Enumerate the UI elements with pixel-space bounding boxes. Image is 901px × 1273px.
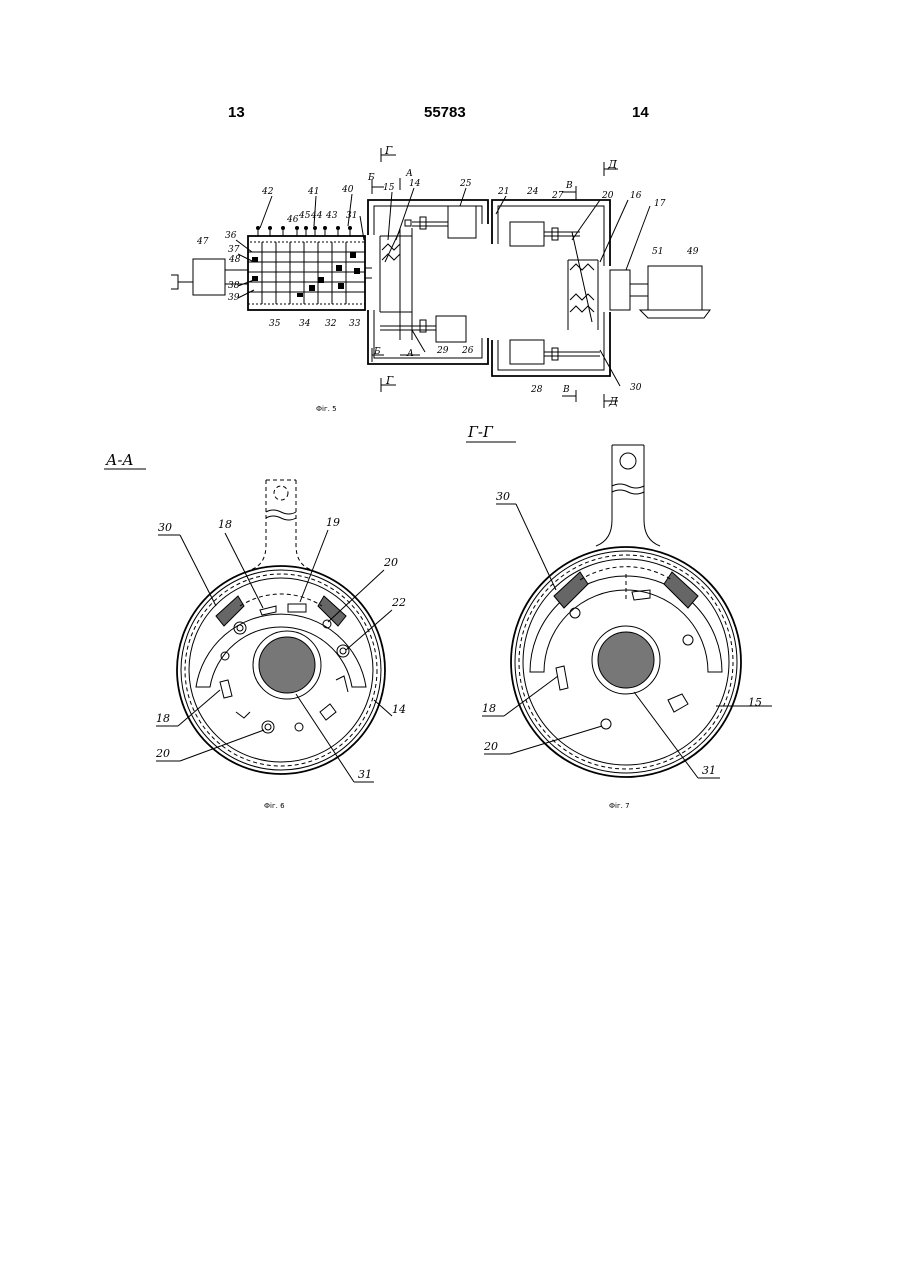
reference-numeral: 46 bbox=[286, 215, 299, 225]
reference-numeral: 30 bbox=[158, 521, 172, 534]
reference-numeral: 18 bbox=[156, 712, 170, 725]
reference-numeral: 17 bbox=[654, 199, 666, 209]
reference-numeral: 29 bbox=[436, 346, 449, 356]
reference-numeral: 18 bbox=[482, 702, 496, 715]
section-mark-letter: Г bbox=[385, 374, 394, 387]
reference-numeral: 28 bbox=[530, 385, 543, 395]
section-mark-letter: Г bbox=[384, 144, 393, 157]
reference-numeral: 14 bbox=[409, 179, 421, 189]
reference-numeral: 15 bbox=[748, 696, 762, 709]
reference-numeral: 18 bbox=[218, 518, 232, 531]
reference-numeral: 20 bbox=[383, 556, 398, 569]
motor-49 bbox=[648, 266, 702, 310]
fig5-caption: Фіг. 5 bbox=[316, 405, 337, 413]
actuator-25 bbox=[448, 206, 476, 238]
reference-numeral: 20 bbox=[601, 191, 614, 201]
top-pins bbox=[256, 226, 352, 236]
reference-numeral: 33 bbox=[349, 319, 361, 329]
section-mark-letter: А bbox=[405, 169, 413, 179]
reference-numeral: 41 bbox=[307, 187, 319, 197]
reference-numeral: 19 bbox=[326, 516, 340, 529]
reference-numeral: 43 bbox=[325, 211, 338, 221]
reference-numeral: 40 bbox=[341, 185, 354, 195]
reference-numeral: 45 bbox=[298, 211, 311, 221]
reference-numeral: 31 bbox=[358, 768, 372, 781]
section-mark-letter: А bbox=[406, 349, 414, 359]
reference-numeral: 39 bbox=[228, 293, 240, 303]
reference-numeral: 47 bbox=[196, 237, 209, 247]
reference-numeral: 26 bbox=[461, 346, 474, 356]
section-title-g-g: Г-Г bbox=[467, 423, 494, 441]
reference-numeral: 20 bbox=[483, 740, 498, 753]
reference-numeral: 16 bbox=[630, 191, 642, 201]
reference-numeral: 49 bbox=[686, 247, 699, 257]
crank-handle bbox=[171, 275, 193, 289]
reference-numeral: 38 bbox=[228, 281, 240, 291]
figure-5: Г Г Б Б А А Д Д В В 47 48 36 37 38 bbox=[171, 144, 710, 413]
reference-numeral: 24 bbox=[526, 187, 539, 197]
section-mark-letter: Д bbox=[608, 395, 619, 408]
reference-numeral: 14 bbox=[392, 703, 406, 716]
left-housing-top bbox=[368, 200, 488, 235]
reference-numeral: 25 bbox=[459, 179, 472, 189]
reference-numeral: 15 bbox=[383, 183, 395, 193]
reference-numeral: 31 bbox=[346, 211, 357, 221]
figure-6: А-А 30 bbox=[104, 451, 406, 810]
reference-numeral: 35 bbox=[269, 319, 281, 329]
reference-numeral: 31 bbox=[702, 764, 716, 777]
reference-numeral: 34 bbox=[299, 319, 311, 329]
reference-numeral: 51 bbox=[652, 247, 663, 257]
reference-numeral: 30 bbox=[630, 383, 642, 393]
section-mark-letter: Б bbox=[373, 347, 381, 357]
drum-grid bbox=[248, 242, 365, 304]
fig7-caption: Фіг. 7 bbox=[609, 802, 630, 810]
section-mark-letter: В bbox=[565, 181, 573, 191]
reference-numeral: 20 bbox=[155, 747, 170, 760]
reference-numeral: 22 bbox=[391, 596, 406, 609]
section-mark-letter: Б bbox=[367, 173, 375, 183]
section-marks-fig5: Г Г Б Б А А Д Д В В bbox=[367, 144, 619, 408]
section-mark-letter: Д bbox=[607, 158, 618, 171]
reference-numeral: 48 bbox=[228, 255, 241, 265]
reference-numeral: 44 bbox=[310, 211, 323, 221]
actuator-27 bbox=[510, 222, 544, 246]
motor-47 bbox=[193, 259, 225, 295]
reference-numeral: 27 bbox=[551, 191, 564, 201]
reference-numeral: 37 bbox=[228, 245, 240, 255]
figure-7: Г-Г 30 18 15 20 bbox=[466, 423, 772, 810]
reference-numeral: 36 bbox=[225, 231, 237, 241]
reference-numeral: 32 bbox=[325, 319, 337, 329]
drum-housing bbox=[248, 236, 365, 310]
reference-numeral: 42 bbox=[261, 187, 274, 197]
actuator-28 bbox=[510, 340, 544, 364]
section-title-a-a: А-А bbox=[105, 451, 134, 469]
fig6-caption: Фіг. 6 bbox=[264, 802, 285, 810]
filled-cells bbox=[252, 252, 360, 297]
coupling-51 bbox=[610, 270, 630, 310]
actuator-26 bbox=[436, 316, 466, 342]
section-mark-letter: В bbox=[562, 385, 570, 395]
reference-numeral: 21 bbox=[497, 187, 509, 197]
reference-numeral: 30 bbox=[496, 490, 510, 503]
